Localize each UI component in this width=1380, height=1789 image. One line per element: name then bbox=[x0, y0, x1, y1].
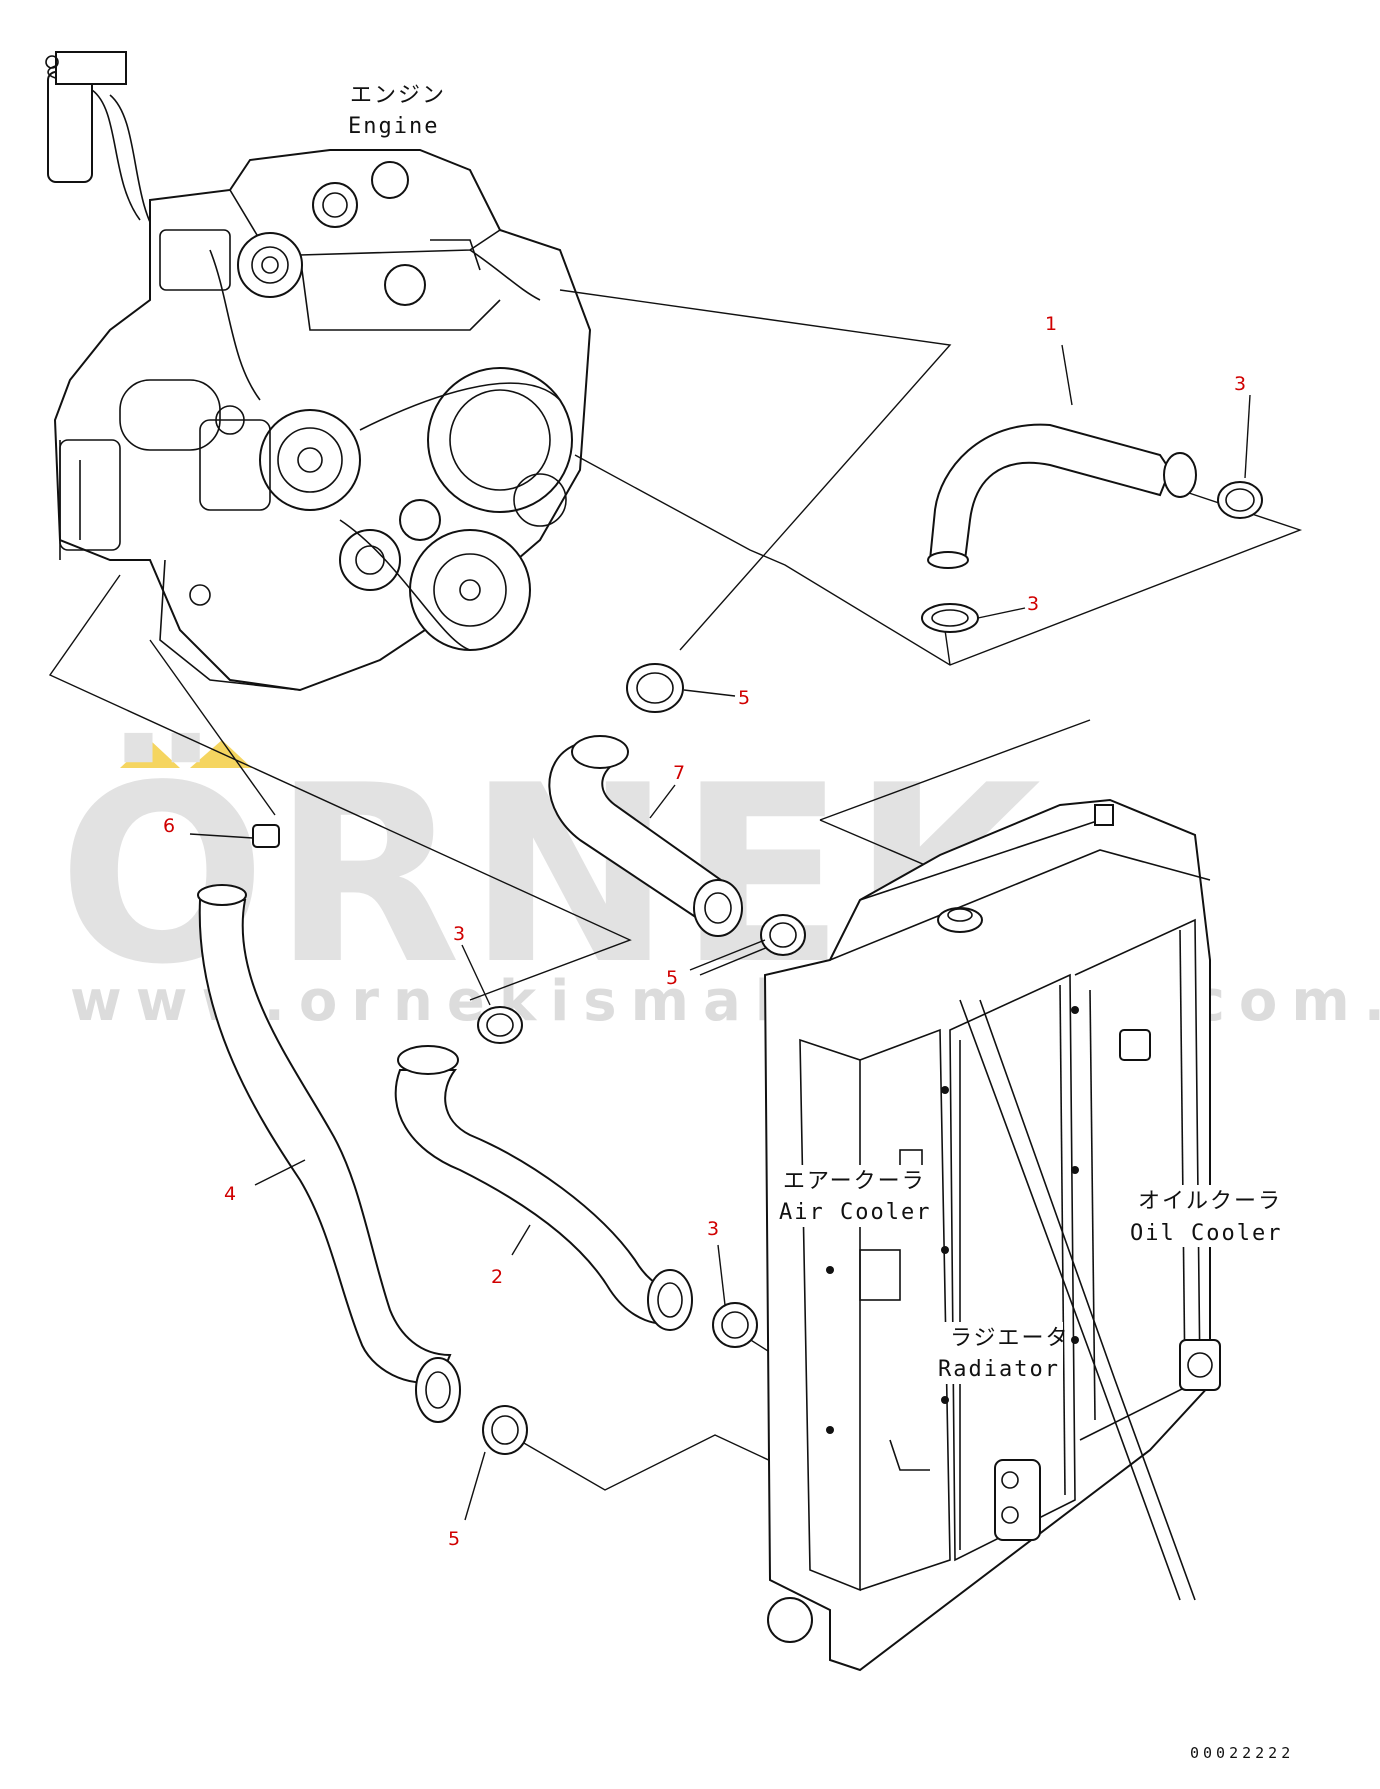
callout-3-mid-left: 3 bbox=[453, 923, 465, 945]
callout-1: 1 bbox=[1045, 313, 1057, 335]
engine-illustration bbox=[45, 51, 592, 692]
oil-cooler-label-bg bbox=[1125, 1185, 1285, 1247]
callout-4: 4 bbox=[224, 1183, 236, 1205]
air-cooler-label-en: Air Cooler bbox=[779, 1200, 931, 1225]
air-cooler-label-bg bbox=[772, 1165, 930, 1227]
clamp-3-top-right bbox=[1217, 481, 1263, 519]
callout-2: 2 bbox=[491, 1266, 503, 1288]
callout-7: 7 bbox=[673, 762, 685, 784]
hose-7 bbox=[548, 743, 737, 922]
oil-cooler-label-en: Oil Cooler bbox=[1130, 1221, 1282, 1246]
callout-3-under-hose-1: 3 bbox=[1027, 593, 1039, 615]
component-labels: エンジン Engine エアークーラ Air Cooler オイルクーラ Oil… bbox=[348, 83, 1285, 1384]
callout-5-top: 5 bbox=[738, 687, 750, 709]
clamp-6 bbox=[252, 824, 280, 848]
callout-5-mid: 5 bbox=[666, 967, 678, 989]
clamp-5-bottom bbox=[482, 1405, 528, 1455]
clamp-5-mid bbox=[760, 914, 806, 956]
clamp-5-top bbox=[626, 663, 684, 713]
cooler-assembly bbox=[763, 798, 1221, 1672]
radiator-label-bg bbox=[935, 1322, 1063, 1384]
hose-2 bbox=[394, 1069, 692, 1325]
watermark-accent-left bbox=[120, 740, 180, 768]
hoses-and-clamps bbox=[197, 423, 1263, 1455]
clamp-3-mid-left bbox=[477, 1006, 523, 1044]
oil-cooler-label-jp: オイルクーラ bbox=[1138, 1189, 1282, 1214]
clamp-3-under-hose-1 bbox=[921, 603, 979, 633]
radiator-label-en: Radiator bbox=[938, 1357, 1060, 1382]
callout-3-top-right: 3 bbox=[1234, 373, 1246, 395]
hose-1 bbox=[928, 423, 1172, 561]
air-cooler-label-jp: エアークーラ bbox=[783, 1169, 926, 1194]
engine-label-jp: エンジン bbox=[350, 83, 446, 108]
clamp-3-near-hose-2 bbox=[712, 1302, 758, 1348]
callouts: 1 3 3 5 7 6 3 5 4 2 3 5 bbox=[163, 313, 1251, 1550]
radiator-label-jp: ラジエータ bbox=[950, 1326, 1070, 1351]
drawing-code: 00022222 bbox=[1190, 1744, 1294, 1762]
callout-5-bottom: 5 bbox=[448, 1528, 460, 1550]
engine-label-en: Engine bbox=[348, 114, 439, 139]
callout-3-near-hose-2: 3 bbox=[707, 1218, 719, 1240]
callout-6: 6 bbox=[163, 815, 175, 837]
